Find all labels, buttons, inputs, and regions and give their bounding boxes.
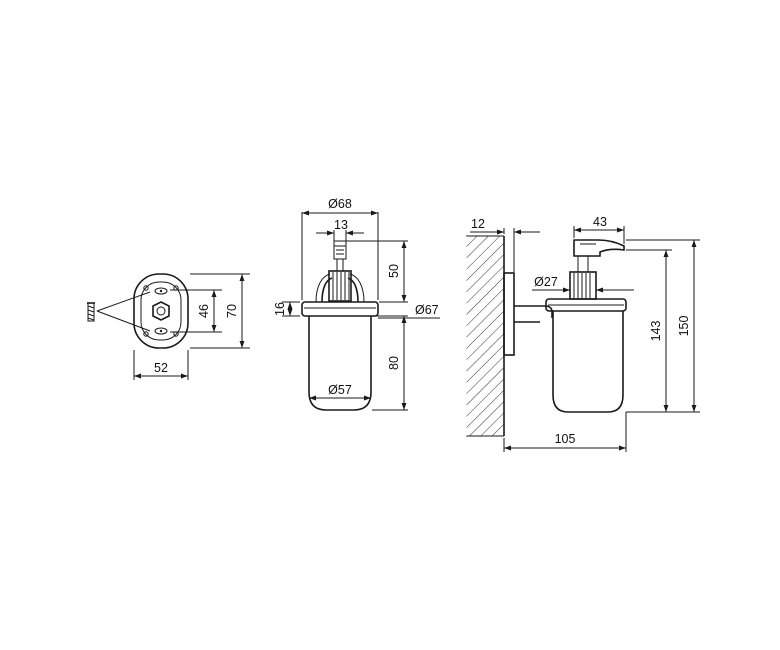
bottle-height-label: 80 [387,356,401,370]
pump-collar [328,270,352,302]
pump-spout [573,239,625,257]
dispenser-side-view: 12 43 Ø27 143 150 105 [465,215,700,452]
spout-length-label: 43 [593,215,607,229]
dispenser-front-view: Ø68 13 50 16 Ø67 80 Ø57 [273,197,440,411]
pump-width-label: 13 [334,218,348,232]
mount-height-label: 70 [225,304,239,318]
cap-diameter-label: Ø68 [328,197,352,211]
screw-icon [87,302,95,322]
mount-plate-view: 52 70 46 [87,273,250,380]
mount-width-label: 52 [154,361,168,375]
flange-thickness-label: 12 [471,217,485,231]
ring-height-label: 16 [273,302,287,316]
collar-diameter-label: Ø27 [534,275,558,289]
holder-ring [301,301,379,317]
pump-height-label: 50 [387,264,401,278]
wall-flange [503,272,515,356]
mount-plate [133,273,189,349]
ring-diameter-label: Ø67 [415,303,439,317]
total-depth-label: 105 [555,432,576,446]
wall-hatch [466,236,504,436]
bottle-diameter-label: Ø57 [328,383,352,397]
mount-hole-spacing-label: 46 [197,304,211,318]
inner-height-label: 143 [649,321,663,342]
total-height-label: 150 [677,316,691,337]
glass-bottle-side [552,311,624,413]
